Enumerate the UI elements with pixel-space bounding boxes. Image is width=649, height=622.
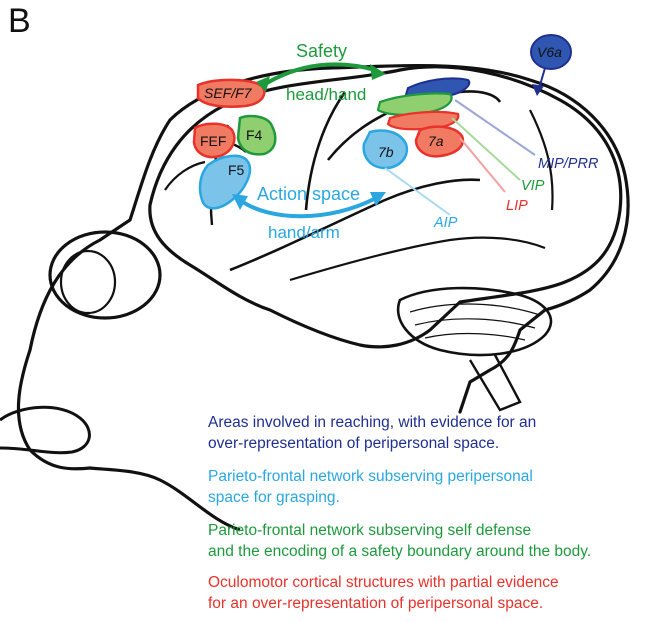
legend-grasping: Parieto-frontal network subserving perip… [208, 466, 533, 508]
action-sublabel: hand/arm [268, 223, 340, 242]
7a-label: 7a [428, 133, 444, 149]
v6a-label: V6a [537, 44, 562, 60]
safety-label: Safety [296, 41, 347, 61]
action-label: Action space [257, 184, 360, 204]
legend-defense: Parieto-frontal network subserving self … [208, 520, 591, 562]
legend-oculomotor: Oculomotor cortical structures with part… [208, 572, 559, 614]
eye-inner [61, 251, 115, 313]
mip-prr-label: MIP/PRR [538, 156, 599, 172]
lip-label: LIP [506, 198, 528, 214]
aip-leader [385, 168, 450, 215]
vip-label: VIP [521, 178, 545, 194]
f5-label: F5 [228, 162, 245, 178]
7b-label: 7b [378, 144, 394, 160]
fef-label: FEF [200, 133, 226, 149]
legend-reaching: Areas involved in reaching, with evidenc… [208, 412, 536, 454]
face-outline [18, 350, 240, 530]
snout-outline [0, 407, 89, 452]
sef-f7-label: SEF/F7 [204, 85, 253, 101]
safety-sublabel: head/hand [286, 85, 366, 104]
brainstem [470, 355, 520, 410]
f4-label: F4 [246, 127, 263, 143]
panel-letter: B [8, 2, 31, 41]
aip-label: AIP [433, 215, 458, 231]
superior-temporal-sulcus [290, 238, 545, 280]
cerebellum-folia [410, 304, 540, 340]
